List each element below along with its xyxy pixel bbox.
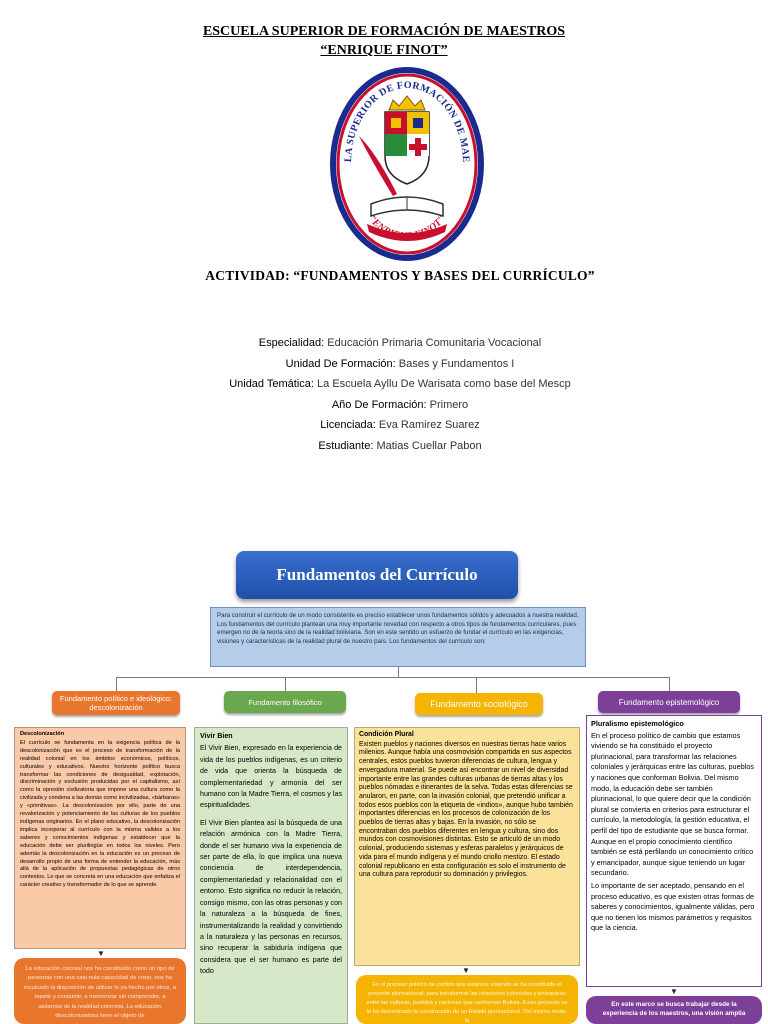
box-descolonizacion: Descolonización El currículo se fundamen…: [14, 727, 186, 949]
school-logo: ESCUELA SUPERIOR DE FORMACIÓN DE MAESTRO…: [323, 56, 487, 266]
info-value: Educación Primaria Comunitaria Vocaciona…: [327, 337, 542, 349]
info-row-licenciada: Licenciada: Eva Ramirez Suarez: [0, 415, 768, 436]
info-label: Especialidad:: [258, 337, 325, 349]
info-label: Estudiante:: [318, 439, 374, 452]
info-value: Primero: [429, 398, 469, 411]
info-row-especialidad: Especialidad: Educación Primaria Comunit…: [0, 333, 768, 354]
school-title: ESCUELA SUPERIOR DE FORMACIÓN DE MAESTRO…: [0, 22, 768, 60]
connector-branch-1: [116, 677, 117, 691]
info-label: Licenciada:: [320, 419, 376, 431]
box-text: En el proceso político de cambio que est…: [591, 730, 755, 878]
activity-text: : “FUNDAMENTOS Y BASES DEL CURRÍCULO”: [285, 268, 595, 283]
info-row-unidad-tematica: Unidad Temática: La Escuela Ayllu De War…: [0, 374, 768, 395]
connector-branch-4: [669, 677, 670, 691]
connector-vertical: [398, 667, 399, 677]
bottom-box-sociologico: En el proceso político de cambio que est…: [356, 975, 578, 1024]
box-text: El currículo se fundamenta en la exigenc…: [20, 739, 180, 889]
school-title-line1: ESCUELA SUPERIOR DE FORMACIÓN DE MAESTRO…: [202, 24, 566, 39]
box-text-2: El Vivir Bien plantea así la búsqueda de…: [200, 818, 342, 976]
bottom-box-epistemologico: En este marco se busca trabajar desde la…: [586, 996, 762, 1024]
box-title: Vivir Bien: [200, 732, 233, 740]
box-condicion-plural: Condición Plural Existen pueblos y nacio…: [354, 727, 580, 966]
arrow-down-icon: ▼: [97, 949, 105, 958]
box-vivir-bien: Vivir Bien El Vivir Bien, expresado en l…: [194, 727, 348, 1024]
pill-fundamento-sociologico: Fundamento sociológico: [415, 693, 543, 715]
info-value: La Escuela Ayllu De Warisata como base d…: [317, 378, 571, 390]
info-value: Matias Cuellar Pabon: [376, 439, 482, 452]
box-pluralismo: Pluralismo epistemológico En el proceso …: [586, 715, 762, 987]
connector-horizontal: [116, 677, 670, 678]
info-block: Especialidad: Educación Primaria Comunit…: [0, 333, 768, 456]
info-label: Unidad Temática:: [229, 378, 314, 390]
connector-branch-3: [476, 677, 477, 693]
pill-fundamento-politico: Fundamento político e ideológico: descol…: [52, 691, 180, 715]
info-row-unidad-formacion: Unidad De Formación: Bases y Fundamentos…: [0, 354, 768, 375]
info-label: Año De Formación:: [331, 398, 427, 411]
box-title: Pluralismo epistemológico: [591, 719, 684, 728]
school-title-line2: “ENRIQUE FINOT”: [320, 43, 448, 58]
box-text: El Vivir Bien, expresado en la experienc…: [200, 744, 342, 810]
info-row-anio: Año De Formación: Primero: [0, 395, 768, 416]
school-seal-icon: ESCUELA SUPERIOR DE FORMACIÓN DE MAESTRO…: [323, 56, 484, 261]
arrow-down-icon: ▼: [670, 987, 678, 996]
info-value: Eva Ramirez Suarez: [378, 419, 480, 431]
pill-fundamento-epistemologico: Fundamento epistemológico: [598, 691, 740, 713]
info-row-estudiante: Estudiante: Matias Cuellar Pabon: [0, 436, 768, 457]
box-text: Existen pueblos y naciones diversos en n…: [359, 740, 573, 879]
box-title: Descolonización: [20, 731, 65, 737]
box-text-2: Lo importante de ser aceptado, pensando …: [591, 880, 755, 933]
info-value: Bases y Fundamentos I: [398, 357, 515, 370]
activity-label: ACTIVIDAD: [205, 268, 286, 283]
map-intro-box: Para construir el currículo de un modo c…: [210, 607, 586, 667]
arrow-down-icon: ▼: [462, 966, 470, 975]
bottom-box-politico: La educación colonial nos ha constituido…: [14, 958, 186, 1024]
map-title-box: Fundamentos del Currículo: [236, 551, 518, 599]
box-title: Condición Plural: [359, 731, 414, 738]
info-label: Unidad De Formación:: [285, 357, 396, 370]
pill-fundamento-filosofico: Fundamento filosófico: [224, 691, 346, 713]
connector-branch-2: [285, 677, 286, 691]
activity-title: ACTIVIDAD: “FUNDAMENTOS Y BASES DEL CURR…: [0, 268, 768, 284]
